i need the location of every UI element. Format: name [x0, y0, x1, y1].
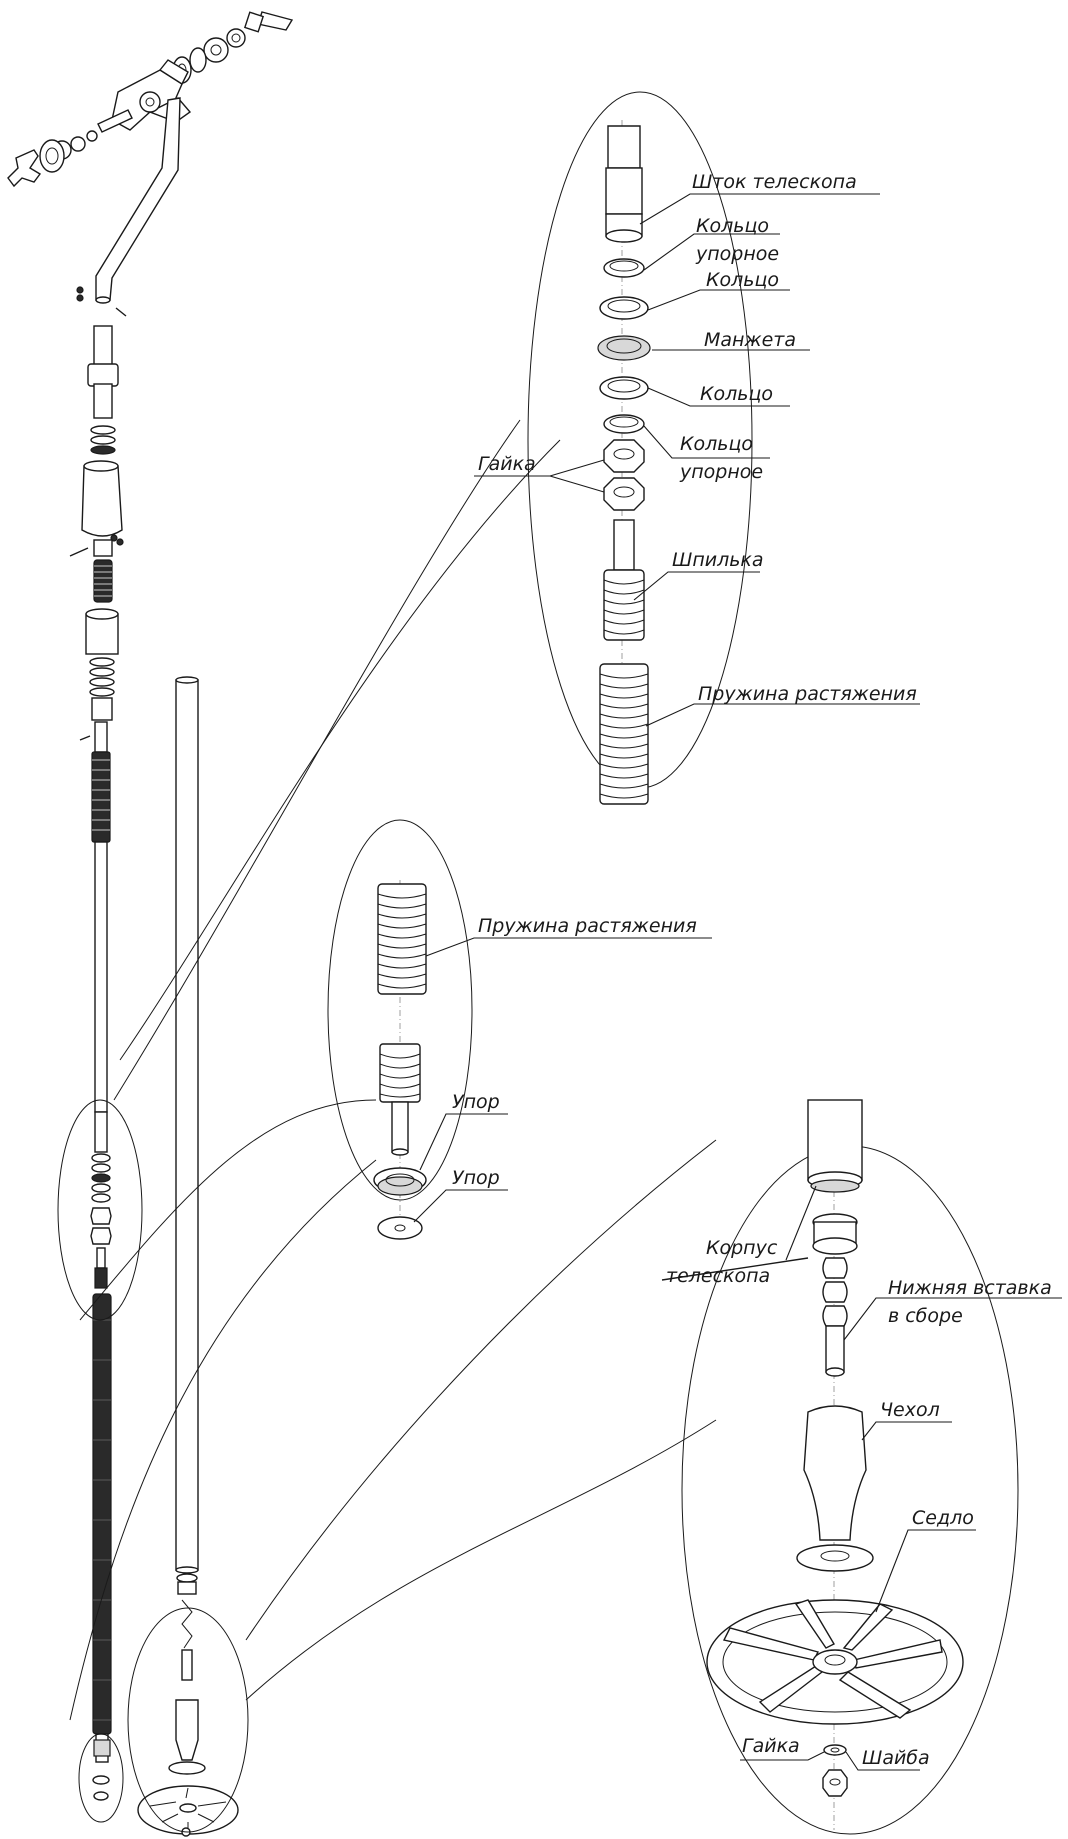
upper-cover	[81, 460, 123, 537]
label-sedlo: Седло	[875, 1507, 976, 1613]
sleeve	[79, 608, 119, 741]
label-koltso-upornoe-1: Кольцо упорное	[643, 215, 780, 271]
label-korpus-line1: Корпус	[706, 1237, 778, 1259]
top-bolt	[172, 11, 294, 84]
label-upor-2: Упор	[413, 1167, 508, 1223]
label-vstavka-line2: в сборе	[888, 1305, 963, 1327]
small-spring	[93, 559, 113, 603]
label-vstavka: Нижняя вставка в сборе	[843, 1277, 1062, 1341]
telescope-body	[127, 676, 249, 1837]
label-chekhol-text: Чехол	[880, 1399, 940, 1421]
label-pruzhina-2: Пружина растяжения	[425, 915, 712, 957]
label-pruzhina-1-text: Пружина растяжения	[698, 683, 917, 705]
detail-ellipse-bottom-assembly	[127, 1607, 249, 1833]
label-manzheta-text: Манжета	[704, 329, 796, 351]
detail-ellipse-rings	[57, 1099, 143, 1321]
label-gayka-top-text: Гайка	[478, 453, 536, 475]
label-gayka-top: Гайка	[474, 453, 605, 493]
detail-top-right: Шток телескопа Кольцо упорное Кольцо Ман…	[474, 91, 920, 805]
detail-middle: Пружина растяжения Упор Упор	[327, 819, 712, 1240]
label-korpus: Корпус телескопа	[661, 1185, 817, 1287]
label-koltso-upornoe-2-line2: упорное	[679, 461, 763, 483]
main-assembly	[7, 11, 294, 1823]
detail-bottom-right: Корпус телескопа Нижняя вставка в сборе …	[661, 1099, 1062, 1835]
zoom-connector-curves	[69, 419, 717, 1721]
label-koltso-2-text: Кольцо	[700, 383, 773, 405]
upper-joint	[87, 325, 119, 455]
telescope-rod	[94, 841, 108, 1113]
label-pruzhina-2-text: Пружина растяжения	[478, 915, 697, 937]
label-koltso-2: Кольцо	[647, 383, 790, 407]
label-koltso-upornoe-2: Кольцо упорное	[643, 425, 770, 483]
label-shayba: Шайба	[845, 1747, 930, 1771]
label-koltso-upornoe-1-line2: упорное	[695, 243, 779, 265]
label-upor-2-text: Упор	[452, 1167, 500, 1189]
crank-handle	[7, 139, 65, 188]
label-chekhol: Чехол	[861, 1399, 952, 1441]
label-upor-1: Упор	[419, 1091, 508, 1171]
label-manzheta: Манжета	[652, 329, 810, 351]
label-koltso-1: Кольцо	[647, 269, 790, 311]
detail-ellipse-bottom-stop	[78, 1733, 124, 1823]
extension-spring-long	[92, 1293, 112, 1801]
label-vstavka-line1: Нижняя вставка	[888, 1277, 1052, 1299]
long-spring	[91, 721, 111, 843]
label-sedlo-text: Седло	[912, 1507, 974, 1529]
label-koltso-1-text: Кольцо	[706, 269, 779, 291]
pivot-pin	[52, 109, 133, 160]
label-koltso-upornoe-1-line1: Кольцо	[696, 215, 769, 237]
rod-rings	[90, 1111, 112, 1289]
label-shtok: Шток телескопа	[639, 171, 880, 225]
label-shtok-text: Шток телескопа	[692, 171, 857, 193]
label-pruzhina-1: Пружина растяжения	[645, 683, 920, 727]
bent-arm	[76, 97, 181, 317]
label-korpus-line2: телескопа	[666, 1265, 770, 1287]
label-shayba-text: Шайба	[862, 1747, 930, 1769]
cross-pins	[69, 534, 124, 557]
label-upor-1-text: Упор	[452, 1091, 500, 1113]
label-koltso-upornoe-2-line1: Кольцо	[680, 433, 753, 455]
label-gayka-bottom: Гайка	[740, 1735, 825, 1761]
label-gayka-bottom-text: Гайка	[742, 1735, 800, 1757]
label-shpilka-text: Шпилька	[672, 549, 764, 571]
label-shpilka: Шпилька	[633, 549, 764, 601]
